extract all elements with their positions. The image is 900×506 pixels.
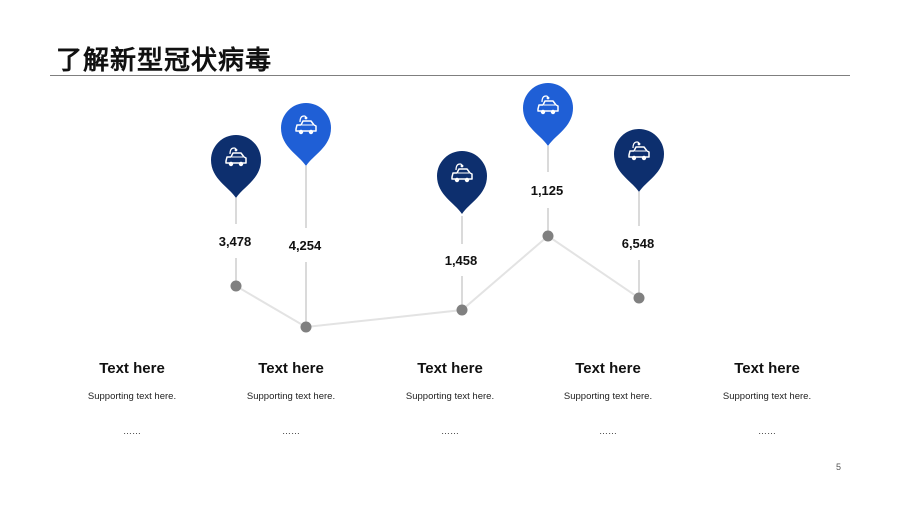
value-label-4: 1,125 [531, 183, 564, 198]
value-label-3: 1,458 [445, 253, 478, 268]
block-ellipsis: …… [282, 426, 300, 436]
pin-marker-2 [281, 103, 331, 166]
page-number: 5 [836, 462, 842, 472]
block-title: Text here [99, 360, 165, 377]
block-subtitle: Supporting text here. [246, 391, 336, 402]
block-subtitle: Supporting text here. [563, 391, 653, 402]
data-dot-1 [230, 280, 242, 292]
value-label-5: 6,548 [622, 236, 655, 251]
pin-marker-1 [211, 135, 261, 198]
pin-marker-4 [523, 83, 573, 146]
block-title: Text here [734, 360, 800, 377]
text-block-5: Text here Supporting text here. …… [692, 360, 842, 436]
text-block-1: Text here Supporting text here. …… [57, 360, 207, 436]
text-block-2: Text here Supporting text here. …… [216, 360, 366, 436]
block-ellipsis: …… [441, 426, 459, 436]
data-dot-5 [633, 292, 645, 304]
text-block-4: Text here Supporting text here. …… [533, 360, 683, 436]
data-dot-4 [542, 230, 554, 242]
block-subtitle: Supporting text here. [722, 391, 812, 402]
block-ellipsis: …… [758, 426, 776, 436]
stems [235, 146, 640, 327]
block-title: Text here [575, 360, 641, 377]
pin-marker-5 [614, 129, 664, 192]
block-subtitle: Supporting text here. [405, 391, 495, 402]
block-ellipsis: …… [599, 426, 617, 436]
slide-title: 了解新型冠状病毒 [56, 45, 273, 75]
block-title: Text here [258, 360, 324, 377]
block-subtitle: Supporting text here. [87, 391, 177, 402]
pin-marker-3 [437, 151, 487, 214]
title-divider [50, 75, 850, 76]
block-title: Text here [417, 360, 483, 377]
value-label-2: 4,254 [289, 238, 322, 253]
text-block-3: Text here Supporting text here. …… [375, 360, 525, 436]
data-dot-2 [300, 321, 312, 333]
block-ellipsis: …… [123, 426, 141, 436]
data-dot-3 [456, 304, 468, 316]
value-label-1: 3,478 [219, 234, 252, 249]
